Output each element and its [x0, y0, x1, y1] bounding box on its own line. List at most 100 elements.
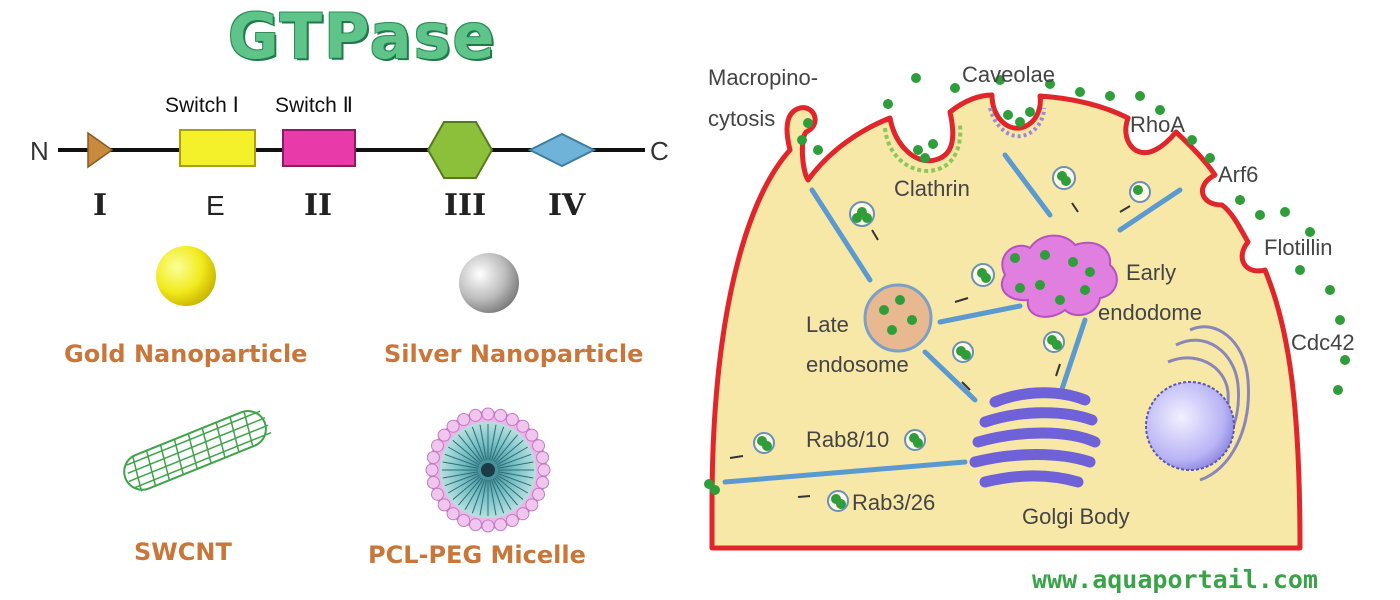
micelle-chain: [495, 440, 524, 464]
motif-label-ii: II: [304, 188, 332, 223]
rab3-label: Rab3/26: [852, 490, 935, 515]
golgi-body-label: Golgi Body: [1022, 504, 1130, 529]
micelle-chain: [444, 453, 479, 468]
micelle-bead: [532, 487, 545, 501]
micelle-bead: [525, 498, 539, 512]
n-terminus-label: N: [30, 136, 49, 166]
micelle-chain: [497, 453, 532, 468]
trafficking-paths: [722, 152, 1183, 485]
micelle-chain: [464, 429, 484, 462]
green-particle: [1052, 340, 1062, 350]
micelle-bead: [481, 519, 495, 533]
micelle-chain: [490, 479, 505, 514]
green-particle: [887, 325, 897, 335]
micelle-chain: [497, 472, 532, 487]
rab8-label: Rab8/10: [806, 427, 889, 452]
green-particle: [710, 485, 720, 495]
switch-2-label: Switch Ⅱ: [275, 94, 353, 117]
cdc42-label: Cdc42: [1291, 330, 1355, 355]
nucleus-icon: [1145, 381, 1235, 471]
green-particle: [1015, 117, 1025, 127]
page-title: GTPase: [228, 0, 497, 73]
green-particle: [1080, 285, 1090, 295]
micelle-chain: [496, 474, 529, 494]
micelle-chain: [452, 440, 481, 464]
micelle-bead: [505, 413, 519, 426]
green-particle: [911, 73, 921, 83]
silver-nanoparticle-label: Silver Nanoparticle: [384, 340, 643, 368]
micelle-chain: [442, 461, 479, 469]
switch-2-box: [282, 129, 356, 167]
micelle-bead: [457, 413, 471, 426]
green-particle: [797, 135, 807, 145]
green-particle: [895, 295, 905, 305]
green-particle: [883, 99, 893, 109]
late-endosome: [863, 283, 933, 353]
micelle-bead: [469, 408, 482, 422]
micelle-bead: [532, 439, 545, 453]
green-particle: [907, 315, 917, 325]
green-particle: [1010, 253, 1020, 263]
micelle-icon: [425, 407, 551, 533]
motif-i-triangle: [87, 131, 114, 169]
micelle-bead: [494, 408, 507, 422]
micelle-bead: [457, 514, 471, 527]
micelle-chain: [458, 477, 482, 506]
green-particle: [879, 305, 889, 315]
early-endosome-label-2: endodome: [1098, 300, 1202, 325]
micelle-bead: [437, 428, 451, 442]
arf6-label: Arf6: [1218, 162, 1258, 187]
micelle-label: PCL-PEG Micelle: [368, 541, 586, 569]
domain-strip: N C Switch Ⅰ Switch Ⅱ I E II III IV: [30, 94, 669, 223]
green-particle: [961, 350, 971, 360]
micelle-bead: [446, 419, 460, 433]
micelle-bead: [469, 518, 482, 532]
micelle-bead: [437, 498, 451, 512]
nanotube-icon: [123, 410, 272, 492]
golgi-body: [969, 387, 1101, 488]
macropinocytosis-label-1: Macropino-: [708, 65, 818, 90]
motif-label-i: I: [93, 188, 107, 223]
green-particle: [836, 499, 846, 509]
green-particle: [928, 139, 938, 149]
switch-1-label: Switch Ⅰ: [165, 94, 239, 117]
clathrin-coat: [883, 124, 963, 173]
switch-1-box: [179, 129, 256, 167]
green-particle: [762, 441, 772, 451]
micelle-bead: [516, 419, 530, 433]
green-particle: [1055, 295, 1065, 305]
green-particle: [950, 83, 960, 93]
green-particle: [862, 213, 872, 223]
caveolae-label: Caveolae: [962, 62, 1055, 87]
micelle-chain: [495, 476, 524, 500]
micelle-bead: [516, 507, 530, 521]
micelle-bead: [425, 463, 439, 477]
late-endosome-label-1: Late: [806, 312, 849, 337]
micelle-bead: [536, 451, 550, 464]
micelle-chain: [444, 472, 479, 487]
micelle-chain: [442, 471, 479, 479]
gold-sphere-icon: [156, 246, 216, 306]
gold-nanoparticle-label: Gold Nanoparticle: [64, 340, 307, 368]
green-particle: [1025, 107, 1035, 117]
macropinocytosis-label-2: cytosis: [708, 106, 775, 131]
micelle-chain: [447, 446, 480, 466]
micelle-chain: [479, 479, 487, 516]
green-particle: [1280, 207, 1290, 217]
motif-iv-diamond: [527, 132, 597, 168]
green-particle: [995, 75, 1005, 85]
micelle-bead: [494, 518, 507, 532]
micelle-bead: [525, 428, 539, 442]
micelle-bead: [481, 407, 495, 421]
late-endosome-label-2: endosome: [806, 352, 909, 377]
green-particle: [1133, 185, 1143, 195]
micelle-chain: [447, 474, 480, 494]
green-particle: [1235, 195, 1245, 205]
early-endosome: [1000, 234, 1118, 318]
green-particle: [1075, 87, 1085, 97]
motif-iii-hexagon: [426, 121, 494, 179]
green-particle: [1205, 153, 1215, 163]
micelle-chain: [452, 476, 481, 500]
green-particle: [1085, 267, 1095, 277]
